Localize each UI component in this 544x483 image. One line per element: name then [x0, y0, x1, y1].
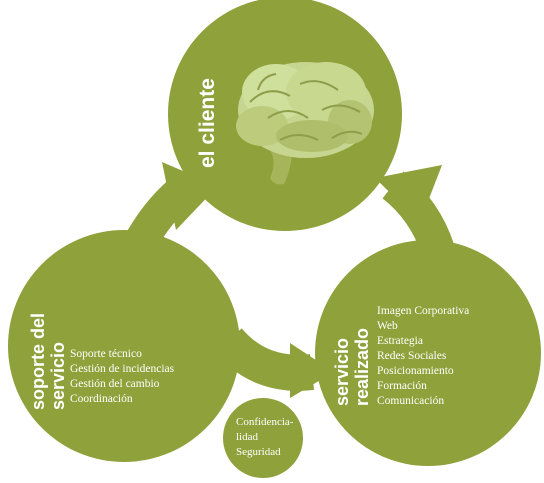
support-list: Soporte técnico Gestión de incidencias G…: [70, 347, 174, 407]
service-item: Imagen Corporativa: [377, 305, 470, 317]
circle-center: [219, 394, 307, 482]
support-item: Soporte técnico: [70, 348, 142, 360]
arrow-head-support-to-service: [290, 343, 334, 398]
service-title-line1: servicio: [332, 337, 352, 406]
circle-support: [8, 230, 240, 462]
service-item: Posicionamiento: [377, 365, 454, 377]
brain-icon: [236, 62, 374, 185]
service-item: Estrategia: [377, 335, 423, 347]
support-item: Coordinación: [70, 393, 133, 405]
support-title-line2: servicio: [48, 341, 68, 410]
center-item: Confidencia-: [236, 416, 294, 428]
service-item: Redes Sociales: [377, 350, 447, 362]
service-title-line2: realizado: [352, 327, 372, 406]
circle-service: [315, 240, 541, 466]
service-item: Formación: [377, 380, 427, 392]
client-title-text: el cliente: [196, 78, 219, 168]
center-item: Seguridad: [236, 446, 281, 458]
arrow-head-client-to-service: [375, 165, 442, 222]
support-item: Gestión de incidencias: [70, 363, 175, 375]
service-item: Web: [377, 320, 398, 332]
arrow-head-support-to-client: [162, 162, 218, 230]
service-item: Comunicación: [377, 395, 445, 407]
service-list: Imagen Corporativa Web Estrategia Redes …: [377, 304, 469, 409]
client-title: el cliente: [196, 78, 220, 168]
center-list: Confidencia- lidad Seguridad: [236, 415, 293, 460]
service-title: servicio realizado: [332, 328, 372, 406]
support-title-line1: soporte del: [28, 312, 48, 410]
support-item: Gestión del cambio: [70, 378, 160, 390]
support-title: soporte del servicio: [28, 313, 68, 410]
center-item: lidad: [236, 431, 258, 443]
